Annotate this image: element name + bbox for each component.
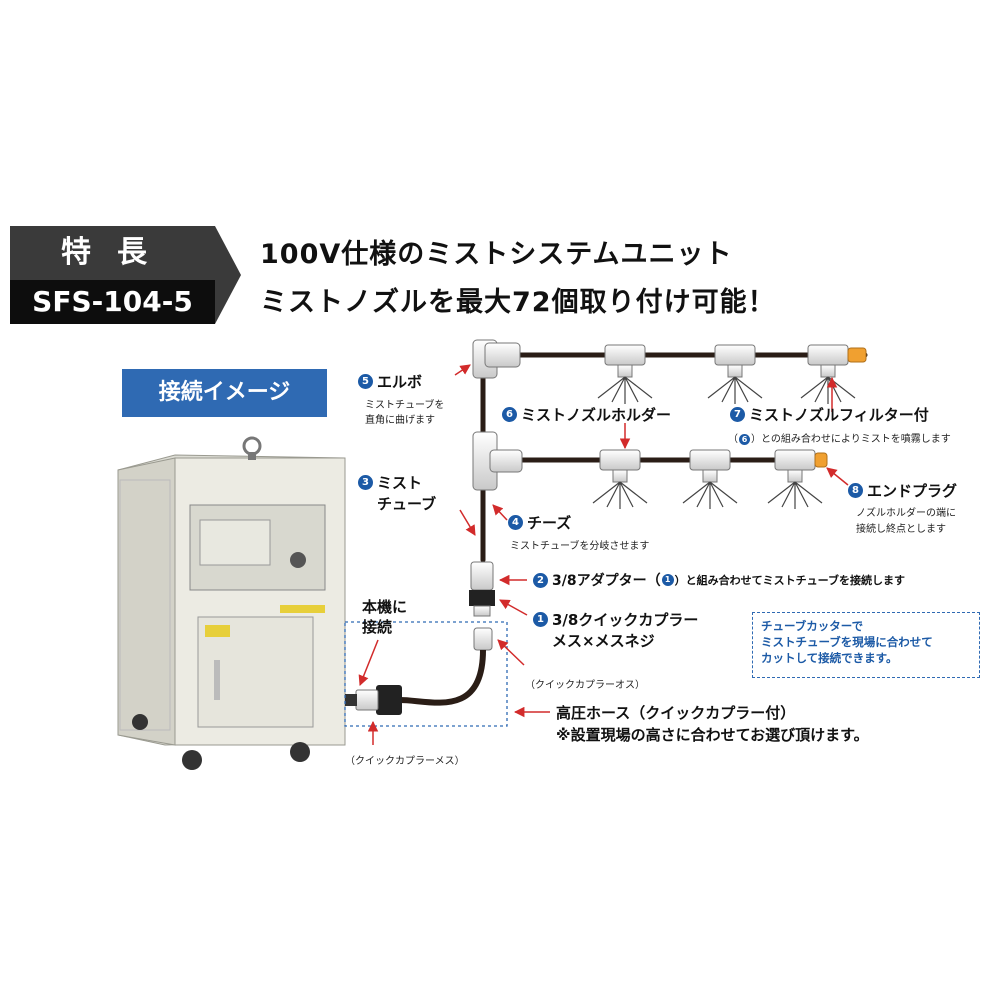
elbow-fitting xyxy=(472,339,521,379)
part-8-desc-2: 接続し終点とします xyxy=(856,524,946,535)
note-line-2: ミストチューブを現場に合わせて xyxy=(761,635,933,649)
headline-1: 100V仕様のミストシステムユニット xyxy=(260,239,733,270)
end-plug-bottom xyxy=(814,452,828,468)
note-line-3: カットして接続できます。 xyxy=(761,651,898,665)
model-band xyxy=(10,280,215,324)
part-1-label-2: メス×メスネジ xyxy=(552,632,655,650)
connection-image-badge: 接続イメージ xyxy=(122,369,327,417)
connect-label-2: 接続 xyxy=(362,618,393,636)
connect-label-1: 本機に xyxy=(362,598,408,616)
coupler-male-label: （クイックカプラーオス） xyxy=(525,680,645,691)
note-line-1: チューブカッターで xyxy=(761,619,864,633)
high-pressure-hose xyxy=(399,649,486,706)
end-plug-top xyxy=(847,347,867,363)
headline-2: ミストノズルを最大72個取り付け可能！ xyxy=(260,287,776,318)
feature-header-arrow xyxy=(215,226,241,324)
feature-header-band xyxy=(10,226,215,280)
model-number: SFS-104-5 xyxy=(32,285,193,318)
quick-coupler-female xyxy=(345,685,402,715)
part-7-desc: （6）との組み合わせによりミストを噴霧します xyxy=(728,433,951,445)
part-4-desc: ミストチューブを分岐させます xyxy=(510,541,650,552)
part-5-desc-1: ミストチューブを xyxy=(365,400,445,411)
tee-fitting xyxy=(472,431,523,491)
callout-arrows xyxy=(358,364,849,745)
mist-unit-machine xyxy=(117,436,346,770)
feature-title: 特長 xyxy=(61,235,173,270)
nozzle-holders-top-row xyxy=(604,344,849,378)
hose-note: ※設置現場の高さに合わせてお選び頂けます。 xyxy=(556,726,869,744)
mist-spray xyxy=(592,376,856,509)
tube-cutter-note: チューブカッターで ミストチューブを現場に合わせて カットして接続できます。 xyxy=(752,612,980,678)
part-3-label-2: チューブ xyxy=(377,495,437,513)
part-8-desc-1: ノズルホルダーの端に xyxy=(856,508,956,519)
coupler-female-label: （クイックカプラーメス） xyxy=(345,756,465,767)
quick-coupler-male xyxy=(473,627,493,651)
nozzle-holders-bottom-row xyxy=(599,449,816,483)
hose-dotted-frame xyxy=(344,621,508,727)
hose-label: 高圧ホース（クイックカプラー付） xyxy=(556,704,796,722)
adapter-fitting xyxy=(469,561,495,617)
part-5-desc-2: 直角に曲げます xyxy=(365,415,435,426)
